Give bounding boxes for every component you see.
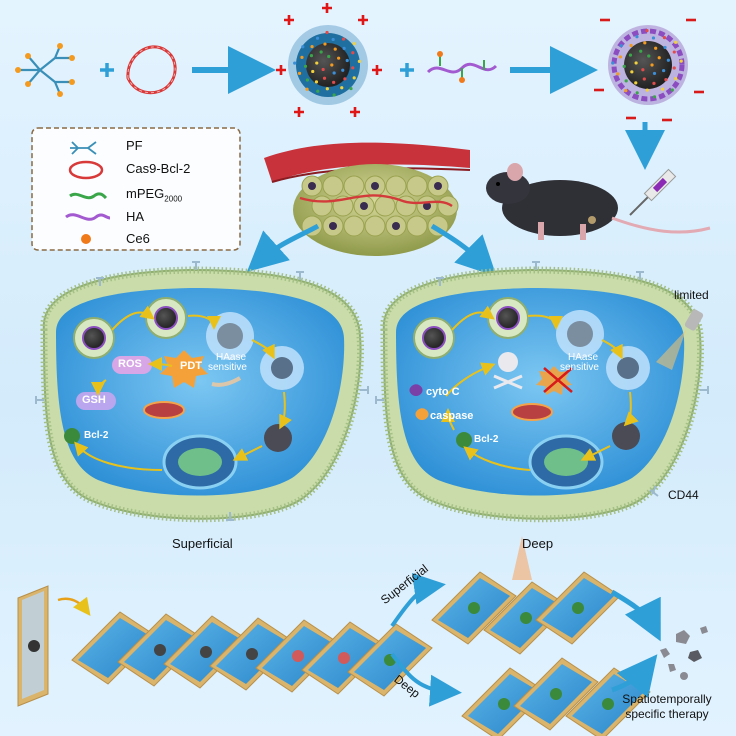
plasmid-loop-icon — [126, 45, 177, 95]
flashlight-icon — [656, 309, 704, 370]
mpeg-label: mPEG — [126, 186, 165, 201]
gsh-label: GSH — [82, 394, 106, 406]
pf-cas9-nanoparticle — [288, 25, 368, 105]
arrow-superficial-branch — [390, 573, 446, 628]
legend-cas9-icon — [68, 160, 104, 180]
plus-sign-icon — [400, 63, 414, 77]
superficial-caption: Superficial — [172, 536, 233, 551]
haase-label: HAase — [568, 352, 599, 363]
legend-mpeg-icon — [69, 192, 108, 200]
legend-ha-icon — [65, 213, 111, 221]
haase-label: HAase — [216, 352, 247, 363]
cell-debris-icon — [660, 626, 708, 680]
pf-dendrimer-icon — [15, 43, 75, 97]
cytoc-label: cyto C — [426, 386, 460, 398]
arrow-superficial-outcome — [610, 589, 661, 642]
outcome-line1: Spatiotemporally — [622, 692, 712, 706]
mouse-illustration — [486, 163, 711, 240]
bcl2-label: Bcl-2 — [474, 434, 499, 445]
superficial-cell — [35, 261, 369, 523]
legend-label-mpeg: mPEG2000 — [126, 186, 182, 204]
tumor-tissue — [293, 164, 459, 256]
sensitive-label: sensitive — [208, 362, 247, 373]
deep-cell — [375, 261, 709, 523]
ros-label: ROS — [118, 358, 142, 370]
ha-coated-nanoparticle — [608, 25, 688, 105]
arrow-deep-outcome — [611, 654, 658, 699]
arrow-to-superficial-cell — [246, 223, 320, 273]
legend-pf-icon — [70, 141, 97, 155]
legend-label-ha: HA — [126, 209, 145, 224]
legend-label-pf: PF — [126, 138, 143, 153]
deep-caption: Deep — [522, 536, 554, 551]
negative-charge-icons — [594, 18, 704, 122]
positive-charge-icons — [276, 3, 382, 117]
sensitive-label: sensitive — [560, 362, 599, 373]
legend-ce6-icon — [81, 234, 91, 244]
syringe-icon — [629, 168, 677, 216]
tissue-block-icon — [17, 585, 91, 707]
caspase-label: caspase — [430, 410, 474, 422]
outcome-line2: specific therapy — [625, 707, 709, 721]
arrow-to-deep-cell — [430, 223, 497, 277]
pdt-label: PDT — [180, 360, 202, 372]
light-beam — [512, 536, 532, 580]
cd44-label: CD44 — [668, 488, 699, 502]
limited-label: limited — [674, 288, 709, 302]
tissue-slab-sequence — [71, 571, 651, 736]
legend-label-ce6: Ce6 — [126, 231, 150, 246]
ha-chain-icon — [426, 51, 498, 83]
legend-label-cas9: Cas9-Bcl-2 — [126, 161, 191, 176]
plus-sign-icon — [100, 63, 114, 77]
bcl2-label: Bcl-2 — [84, 430, 109, 441]
mpeg-subscript: 2000 — [164, 194, 183, 204]
arrow-deep-branch — [390, 652, 462, 707]
